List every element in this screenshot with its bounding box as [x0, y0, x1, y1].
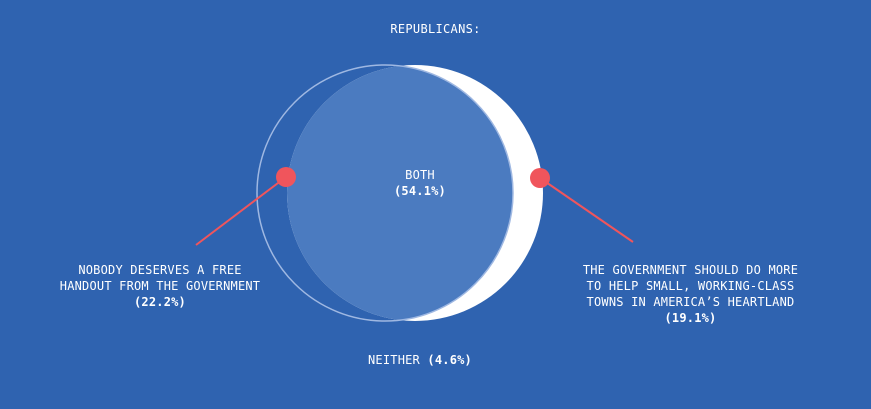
right-region-marker	[530, 168, 550, 188]
both-label: BOTH (54.1%)	[370, 167, 470, 199]
neither-percentage: (4.6%)	[427, 353, 472, 367]
left-region-marker	[276, 167, 296, 187]
right-leader-line	[539, 177, 634, 243]
neither-label-text: NEITHER	[368, 353, 420, 367]
both-label-text: BOTH	[405, 168, 435, 182]
left-label-line: HANDOUT FROM THE GOVERNMENT	[59, 279, 261, 293]
left-set-circle	[256, 64, 514, 322]
left-set-label: NOBODY DESERVES A FREE HANDOUT FROM THE …	[30, 262, 290, 310]
left-percentage: (22.2%)	[134, 295, 186, 309]
right-label-line: TO HELP SMALL, WORKING-CLASS	[586, 279, 795, 293]
left-leader-line	[195, 176, 287, 246]
both-percentage: (54.1%)	[394, 184, 446, 198]
neither-label: NEITHER (4.6%)	[320, 352, 520, 368]
overlap-region	[287, 65, 513, 321]
left-label-line: NOBODY DESERVES A FREE	[78, 263, 242, 277]
right-set-label: THE GOVERNMENT SHOULD DO MORE TO HELP SM…	[548, 262, 833, 326]
right-label-line: THE GOVERNMENT SHOULD DO MORE	[582, 263, 799, 277]
right-percentage: (19.1%)	[664, 311, 717, 325]
diagram-title: REPUBLICANS:	[390, 22, 481, 36]
right-label-line: TOWNS IN AMERICA’S HEARTLAND	[586, 295, 795, 309]
